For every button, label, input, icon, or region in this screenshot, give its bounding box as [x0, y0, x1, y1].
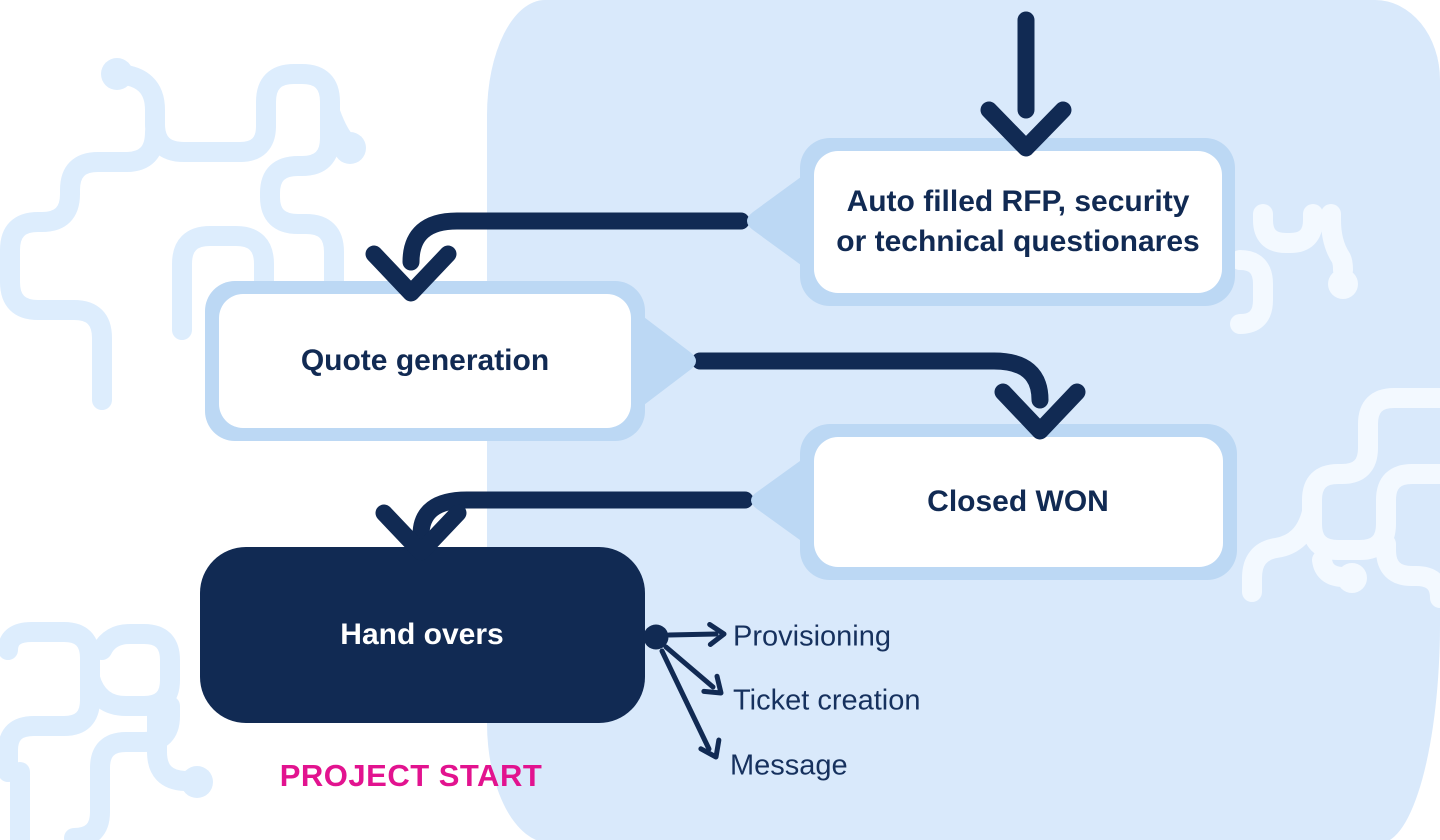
circuit-node-dot [181, 766, 213, 798]
circuit-trace [1302, 388, 1440, 560]
flow-arrow-shafts [402, 11, 1049, 544]
circuit-trace [1321, 204, 1353, 280]
node-pointer-left [747, 166, 816, 276]
circuit-trace [0, 622, 100, 782]
node-pointer-right [632, 308, 696, 414]
node-closed-won [751, 424, 1237, 580]
node-label-quote-generation: Quote generation [300, 344, 550, 377]
arrow-to-message [659, 648, 712, 752]
circuit-trace [1230, 250, 1273, 334]
arrow-won-to-handover-head [375, 504, 467, 561]
circuit-trace [80, 624, 180, 716]
node-body [814, 151, 1222, 293]
circuit-decoration-right [1230, 204, 1440, 608]
node-body [219, 294, 631, 428]
circuit-trace [1253, 204, 1323, 253]
circuit-trace [107, 64, 250, 162]
node-label-line: Auto filled RFP, security [846, 185, 1190, 218]
arrow-quote-to-won-head [994, 383, 1086, 440]
connector-dot [643, 624, 669, 650]
circuit-trace [0, 122, 165, 410]
arrow-quote-to-won-shaft [691, 352, 1049, 409]
start-arrow-head [980, 101, 1072, 157]
node-hand-overs [200, 547, 645, 723]
arrow-to-ticket-creation [663, 644, 716, 690]
circuit-node-dot [334, 132, 366, 164]
node-label-line: or technical questionares [836, 225, 1200, 258]
output-label-message: Message [730, 749, 848, 782]
arrow-to-message-head [698, 737, 722, 760]
handover-output-arrows [643, 621, 727, 760]
arrow-to-provisioning [666, 631, 719, 638]
arrow-won-to-handover-shaft [412, 491, 754, 544]
node-label-auto-filled-rfp: Auto filled RFP, security or technical q… [836, 182, 1199, 262]
arrow-to-ticket-creation-head [701, 673, 724, 696]
output-label-ticket-creation: Ticket creation [733, 684, 921, 717]
circuit-node-dot [101, 58, 133, 90]
node-label-hand-overs: Hand overs [340, 618, 504, 651]
arrow-rfp-to-quote-head [365, 245, 457, 302]
project-start-annotation: PROJECT START [279, 758, 543, 793]
node-auto-filled-rfp [747, 138, 1235, 306]
node-body [814, 437, 1223, 567]
circuit-decoration-left [0, 58, 366, 840]
circuit-trace [147, 704, 195, 791]
circuit-trace [1376, 534, 1440, 608]
node-label-closed-won: Closed WON [927, 485, 1109, 518]
circuit-trace [1242, 502, 1322, 602]
output-label-provisioning: Provisioning [733, 620, 891, 653]
arrow-rfp-to-quote-shaft [402, 212, 750, 271]
circuit-node-dot [1328, 269, 1358, 299]
circuit-trace [172, 64, 344, 340]
arrow-to-provisioning-head [707, 621, 727, 647]
node-quote-generation [205, 281, 696, 441]
circuit-node-dot [1337, 563, 1367, 593]
flow-arrow-heads [365, 101, 1086, 561]
